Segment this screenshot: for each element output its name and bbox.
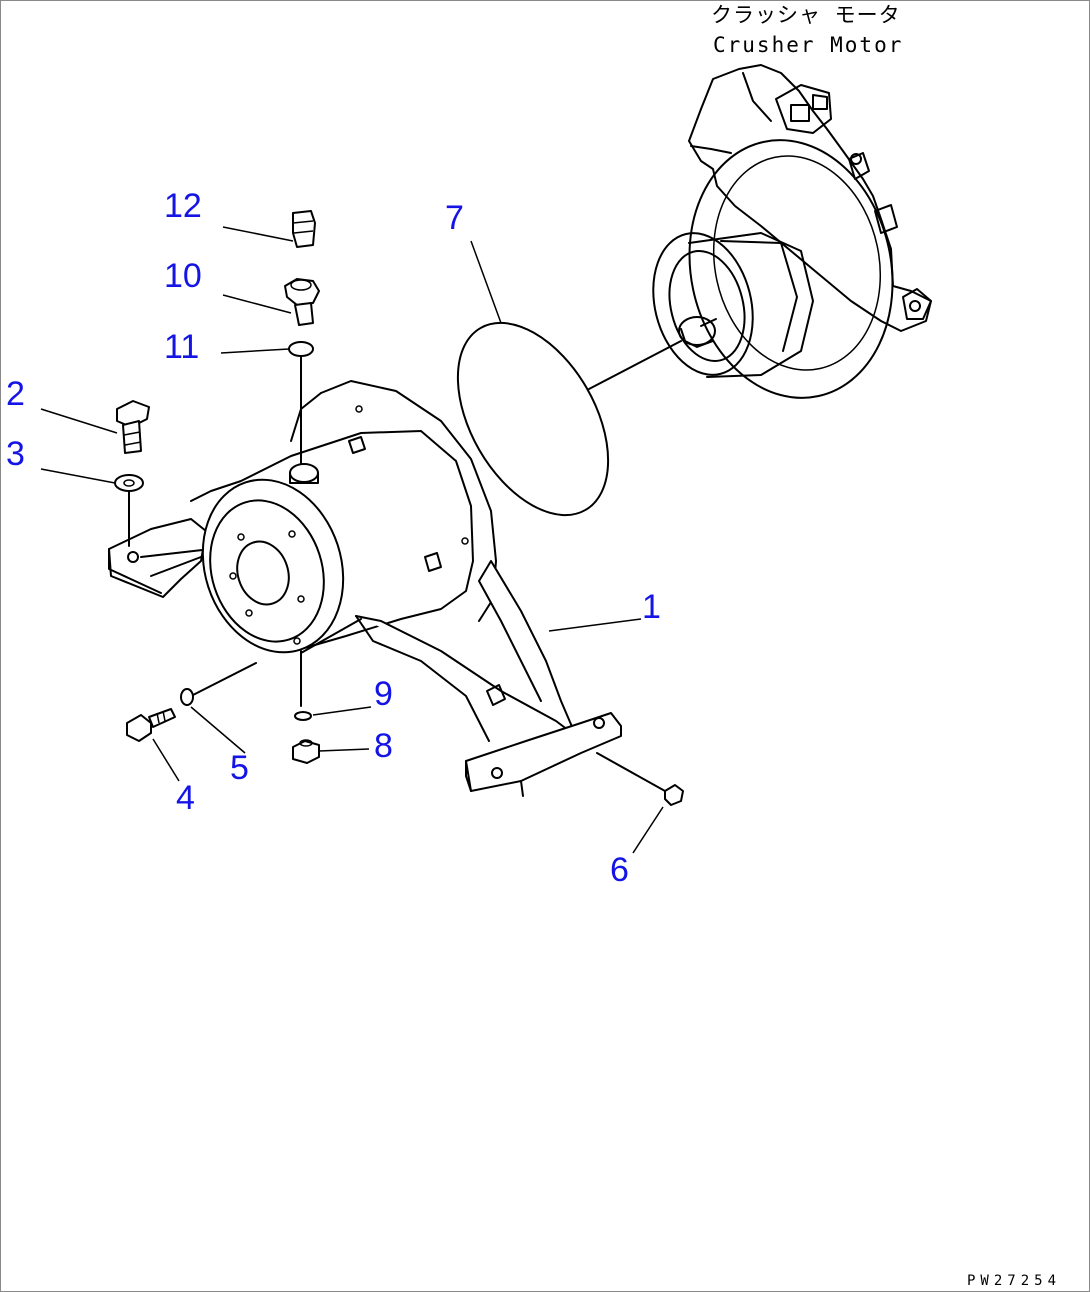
callout-9: 9 [374,675,393,713]
callout-3: 3 [6,435,25,473]
callout-12: 12 [164,187,202,225]
bracket-housing [108,380,622,797]
callout-8: 8 [374,727,393,765]
callout-1: 1 [642,588,661,626]
callout-6: 6 [610,851,629,889]
callout-4: 4 [176,779,195,817]
o-ring-7 [456,321,682,517]
callout-2: 2 [6,375,25,413]
motor-title-english: Crusher Motor [713,33,904,57]
leader-lines [40,226,664,854]
callout-10: 10 [164,257,202,295]
callout-5: 5 [230,749,249,787]
hardware [114,210,684,806]
crusher-motor [652,64,932,399]
callout-7: 7 [445,199,464,237]
motor-title-japanese: クラッシャ モータ [711,3,901,27]
callout-11: 11 [164,328,200,366]
drawing-number: PW27254 [967,1273,1062,1289]
